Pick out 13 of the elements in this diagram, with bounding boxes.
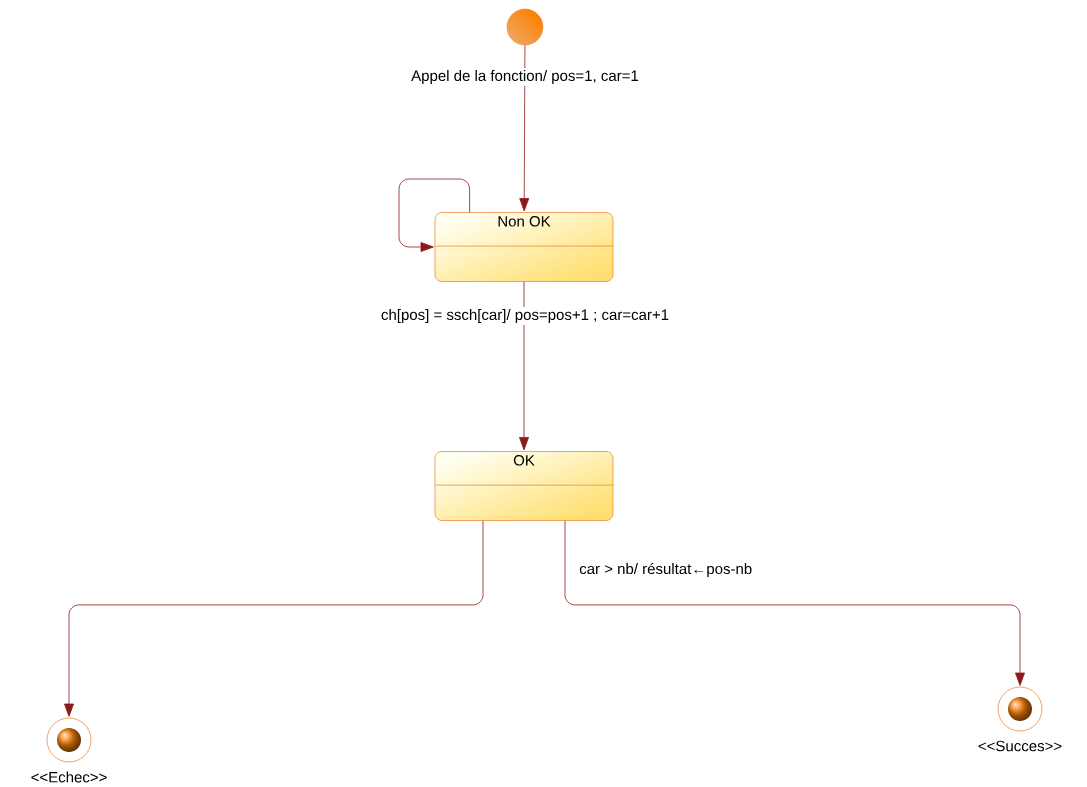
arrow xyxy=(519,281,529,451)
arrow xyxy=(564,520,1025,686)
initial-state xyxy=(506,8,544,46)
arrow xyxy=(64,520,484,717)
state-box: OK xyxy=(434,451,614,521)
state-label: <<Echec>> xyxy=(31,771,107,783)
state-box: Non OK xyxy=(434,212,614,282)
edge-label: ch[pos] = ssch[car]/ pos=pos+1 ; car=car+1 xyxy=(378,307,672,325)
edge-label: car > nb/ résultat←pos-nb xyxy=(577,560,755,580)
edge-label: Appel de la fonction/ pos=1, car=1 xyxy=(409,68,641,86)
arrow xyxy=(519,44,530,212)
arrow xyxy=(398,178,470,252)
state-label: <<Succes>> xyxy=(978,740,1062,752)
